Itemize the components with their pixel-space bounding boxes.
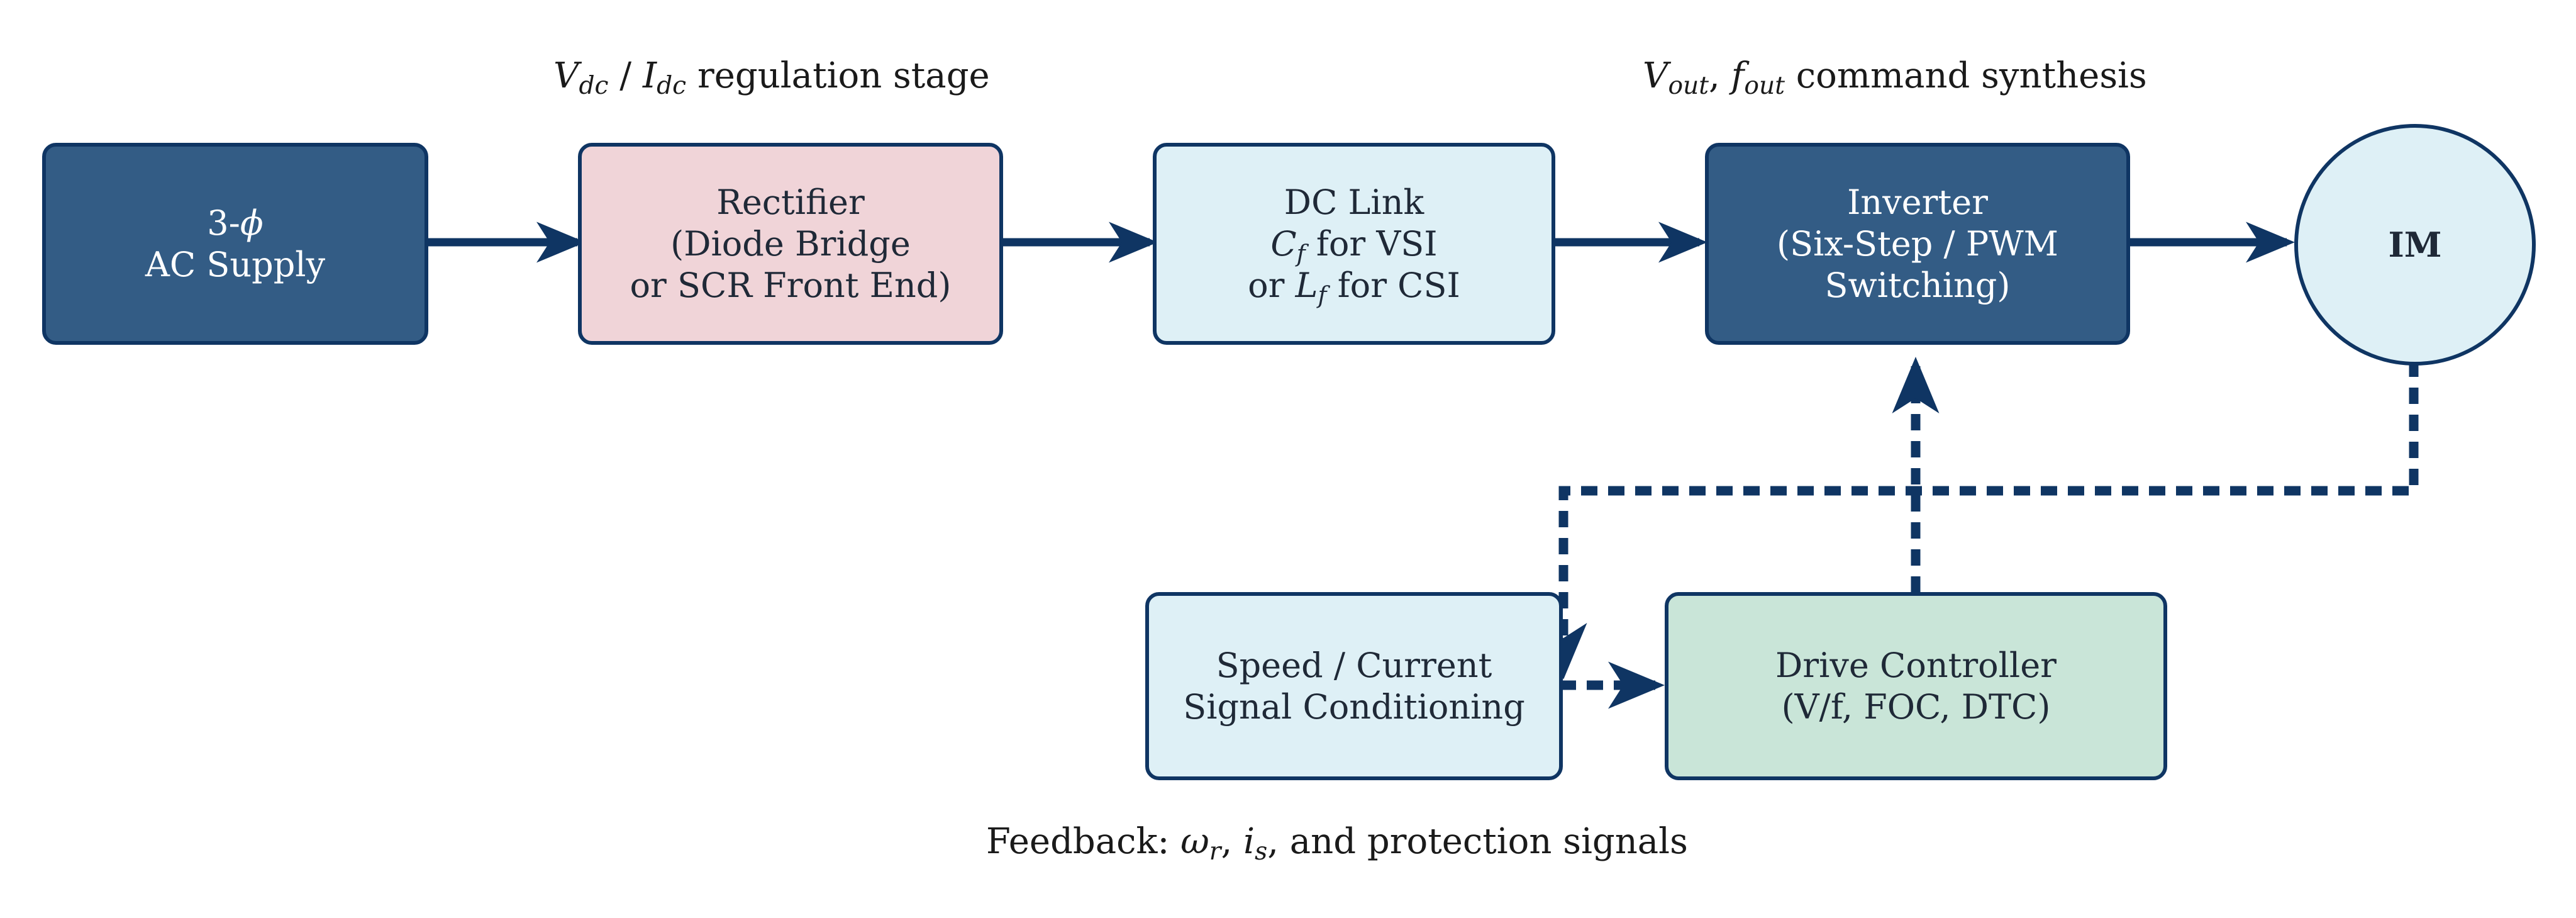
ac-supply-block: 3-ϕ AC Supply — [42, 143, 428, 345]
signal-conditioning-line-1: Speed / Current — [1216, 645, 1492, 685]
inverter-title: Inverter — [1847, 182, 1988, 222]
rectifier-title: Rectifier — [716, 182, 865, 222]
feedback-path-motor-to-conditioning — [1540, 361, 2419, 680]
drive-controller-title: Drive Controller — [1775, 645, 2057, 685]
rectifier-detail-1: (Diode Bridge — [670, 223, 911, 264]
regulation-stage-caption: Vdc / Idc regulation stage — [553, 55, 990, 100]
rectifier-block: Rectifier (Diode Bridge or SCR Front End… — [578, 143, 1003, 345]
dc-link-block: DC Link Cf for VSI or Lf for CSI — [1153, 143, 1555, 345]
ac-supply-phase-label: 3-ϕ — [207, 203, 264, 243]
drive-controller-block: Drive Controller (V/f, FOC, DTC) — [1665, 592, 2167, 780]
drive-controller-methods: (V/f, FOC, DTC) — [1781, 686, 2051, 727]
signal-conditioning-line-2: Signal Conditioning — [1183, 686, 1525, 727]
inverter-detail-1: (Six-Step / PWM — [1777, 223, 2058, 264]
inverter-block: Inverter (Six-Step / PWM Switching) — [1705, 143, 2130, 345]
dc-link-capacitor-label: Cf for VSI — [1270, 223, 1438, 267]
induction-motor-node: IM — [2294, 124, 2536, 366]
feedback-caption: Feedback: ωr, is, and protection signals — [986, 821, 1688, 866]
command-synthesis-caption: Vout, fout command synthesis — [1643, 55, 2147, 100]
dc-link-title: DC Link — [1284, 182, 1424, 222]
dc-link-inductor-label: or Lf for CSI — [1248, 265, 1460, 308]
motor-label: IM — [2388, 225, 2442, 265]
signal-conditioning-block: Speed / Current Signal Conditioning — [1145, 592, 1563, 780]
ac-supply-label: AC Supply — [145, 244, 326, 284]
inverter-detail-2: Switching) — [1824, 265, 2011, 305]
rectifier-detail-2: or SCR Front End) — [630, 265, 952, 305]
